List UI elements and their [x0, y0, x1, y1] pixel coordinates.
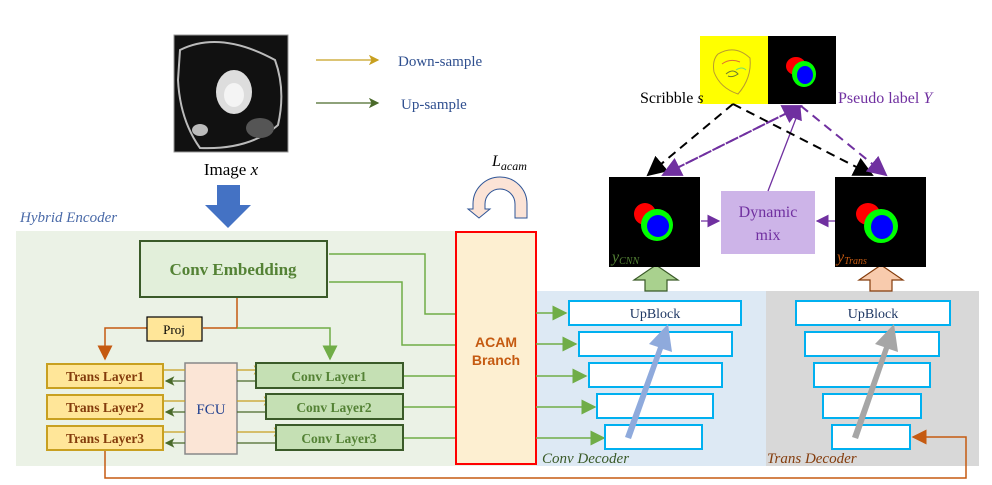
acam-branch-block[interactable]	[455, 231, 537, 465]
conv-upblock-4[interactable]	[596, 393, 714, 419]
fcu-block[interactable]	[184, 362, 238, 455]
conv-layer-2[interactable]: Conv Layer2	[265, 393, 404, 420]
encoder-title: Hybrid Encoder	[19, 210, 117, 226]
trans-layer-3[interactable]: Trans Layer3	[46, 425, 164, 451]
conv-upblock-1[interactable]	[568, 300, 742, 326]
trans-layer-1[interactable]: Trans Layer1	[46, 363, 164, 389]
conv-layer-3[interactable]: Conv Layer3	[275, 424, 404, 451]
dynamic-mix-label-line2: mix	[756, 227, 781, 244]
loss-label: Lacam	[491, 153, 527, 173]
trans-upblock-5[interactable]	[831, 424, 911, 450]
trans-layer-2[interactable]: Trans Layer2	[46, 394, 164, 420]
input-image	[173, 34, 289, 153]
trans-upblock-1[interactable]	[795, 300, 951, 326]
up-sample-legend-label: Up-sample	[401, 97, 467, 113]
conv-layer-3-label: Conv Layer3	[301, 431, 377, 446]
fcu-label: FCU	[196, 402, 225, 418]
conv-embedding-label: Conv Embedding	[169, 260, 297, 279]
proj-label: Proj	[163, 322, 185, 337]
conv-upblock-5[interactable]	[604, 424, 703, 450]
trans-layer-3-label: Trans Layer3	[66, 431, 144, 446]
y-trans-image[interactable]	[835, 177, 926, 267]
trans-layer-1-label: Trans Layer1	[66, 369, 144, 384]
down-sample-legend-label: Down-sample	[398, 54, 482, 70]
scribble-to-trans-arrow	[732, 103, 874, 176]
conv-layer-2-label: Conv Layer2	[296, 400, 372, 415]
proj-to-trans-arrow	[97, 327, 147, 361]
image-label: Image x	[204, 160, 259, 179]
trans-decoder-flow-arrow-icon	[852, 324, 898, 439]
conv-embedding-block[interactable]	[139, 240, 328, 298]
scribble-to-cnn-arrow	[646, 103, 734, 177]
pseudo-to-trans-arrow	[800, 105, 888, 177]
conv-decoder-title: Conv Decoder	[542, 451, 629, 467]
acam-label-line2: Branch	[472, 352, 520, 368]
conv-output-up-arrow-icon	[632, 264, 680, 292]
scribble-image	[700, 36, 769, 104]
pseudo-label-label: Pseudo label Y	[838, 90, 934, 107]
embedding-to-acam-line-2	[329, 281, 456, 346]
conv-layer-1-label: Conv Layer1	[291, 369, 367, 384]
trans-output-up-arrow-icon	[857, 264, 905, 292]
y-cnn-label: yCNN	[610, 249, 640, 267]
dynamic-mix-block[interactable]	[721, 191, 815, 254]
trans-decoder-blocks	[795, 300, 951, 450]
dynamic-mix-label-line1: Dynamic	[739, 204, 798, 221]
acam-label-line1: ACAM	[475, 334, 517, 350]
trans-decoder-title: Trans Decoder	[767, 451, 857, 467]
embedding-to-acam-line-1	[329, 253, 456, 315]
scribble-label: Scribble s	[640, 90, 704, 107]
conv-upblock-label: UpBlock	[630, 307, 681, 322]
trans-layer-2-label: Trans Layer2	[66, 400, 144, 415]
y-cnn-image[interactable]	[609, 177, 700, 267]
cnn-to-pseudo-arrow	[662, 105, 803, 176]
trans-upblock-label: UpBlock	[848, 307, 899, 322]
conv-decoder-blocks	[568, 300, 742, 450]
trans-to-trans-decoder-arrow	[104, 429, 967, 479]
conv-layer-1[interactable]: Conv Layer1	[255, 362, 404, 389]
conv-decoder-flow-arrow-icon	[625, 324, 672, 439]
pseudo-label-image	[768, 36, 836, 104]
input-arrow-icon	[205, 185, 251, 228]
loss-curved-arrow-icon	[466, 176, 528, 219]
embedding-to-conv-arrow	[237, 327, 338, 361]
trans-upblock-2[interactable]	[804, 331, 940, 357]
y-trans-label: yTrans	[835, 249, 867, 267]
proj-block[interactable]	[146, 316, 203, 342]
